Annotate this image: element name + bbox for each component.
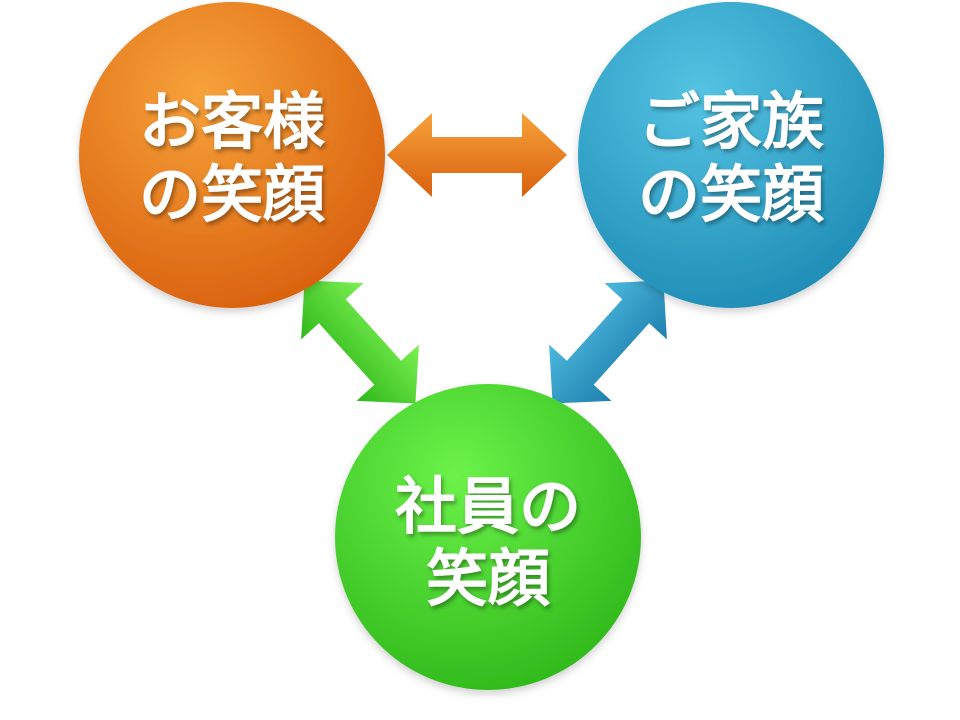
node-customers-circle: [79, 2, 385, 308]
node-employees-line-2: 笑顔: [426, 542, 551, 615]
arrow-customers-family: [387, 113, 567, 197]
node-family-line-1: ご家族: [638, 85, 824, 158]
node-family: ご家族 の笑顔: [578, 2, 884, 308]
node-employees-circle: [335, 384, 641, 690]
node-customers: お客様 の笑顔: [79, 2, 385, 308]
node-customers-line-1: お客様: [139, 85, 326, 158]
node-employees: 社員の 笑顔: [335, 384, 641, 690]
node-customers-line-2: の笑顔: [139, 158, 326, 231]
node-family-circle: [578, 2, 884, 308]
node-employees-line-1: 社員の: [395, 470, 581, 543]
node-family-line-2: の笑顔: [638, 158, 825, 231]
